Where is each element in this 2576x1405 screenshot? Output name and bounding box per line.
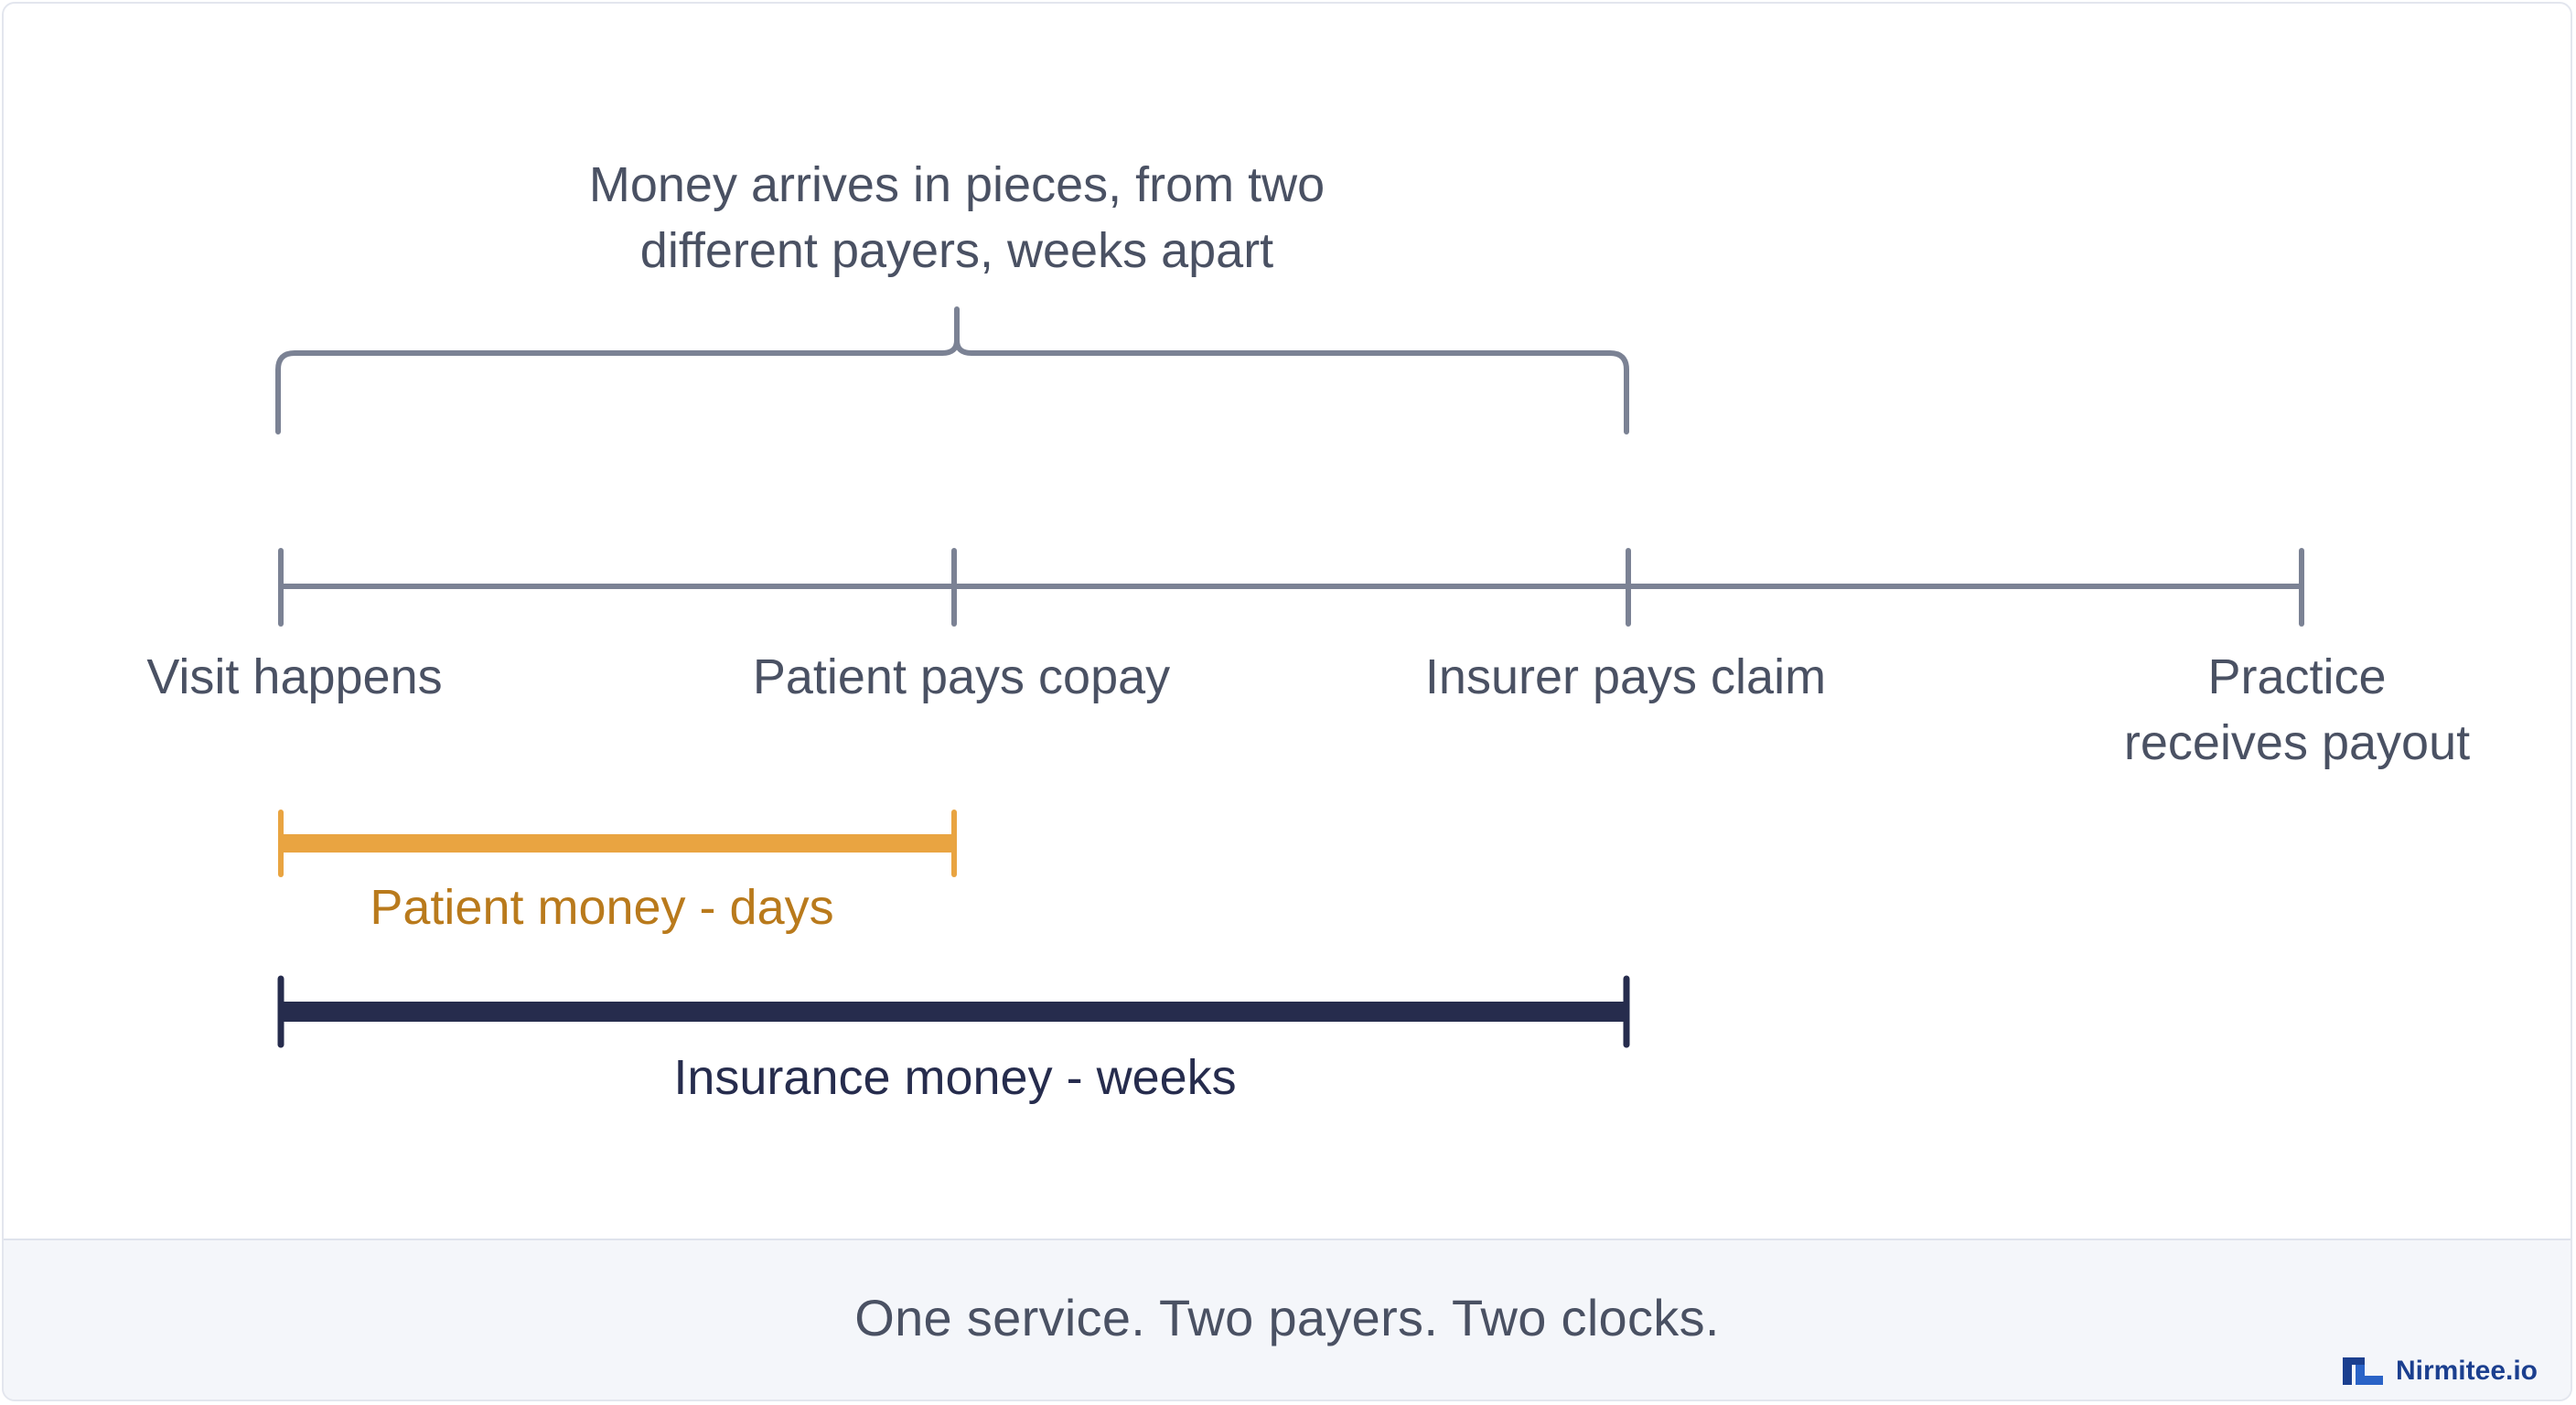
insurance-money-label: Insurance money - weeks [673, 1050, 1236, 1105]
milestone-label-payout-line-1: Practice [2207, 649, 2386, 704]
footer-tagline: One service. Two payers. Two clocks. [854, 1289, 1720, 1346]
timeline-diagram: Money arrives in pieces, from two differ… [146, 157, 2470, 1105]
grouping-bracket [275, 306, 1629, 434]
milestone-label-copay: Patient pays copay [753, 649, 1170, 704]
bracket-caption-line-2: different payers, weeks apart [640, 223, 1273, 278]
nirmitee-logo-icon [2342, 1357, 2383, 1385]
milestone-label-payout-line-2: receives payout [2124, 715, 2470, 770]
milestone-label-claim: Insurer pays claim [1425, 649, 1826, 704]
patient-money-label: Patient money - days [370, 880, 833, 935]
milestone-label-visit: Visit happens [146, 649, 442, 704]
bracket-caption-line-1: Money arrives in pieces, from two [589, 157, 1325, 212]
footer-bar: One service. Two payers. Two clocks. Nir… [4, 1239, 2571, 1400]
brand-mark: Nirmitee.io [2342, 1356, 2538, 1387]
brand-name: Nirmitee.io [2395, 1356, 2538, 1386]
